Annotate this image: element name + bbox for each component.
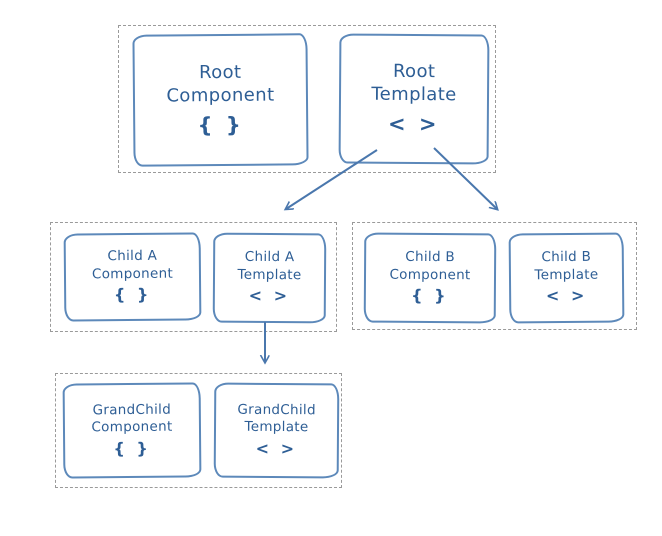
child-a-group: Child A Component { } Child A Template <… — [50, 222, 337, 332]
box-label-line1: Child A — [244, 248, 295, 266]
root-component-box: Root Component { } — [132, 33, 309, 167]
child-b-group: Child B Component { } Child B Template <… — [352, 222, 637, 330]
angle-brackets-symbol: < > — [387, 111, 440, 136]
curly-braces-symbol: { } — [113, 438, 151, 458]
angle-brackets-symbol: < > — [255, 438, 298, 458]
curly-braces-symbol: { } — [197, 112, 244, 137]
curly-braces-symbol: { } — [113, 284, 152, 305]
root-template-box: Root Template < > — [338, 33, 490, 165]
box-label-line1: Root — [392, 60, 436, 83]
box-label-line2: Component — [91, 418, 173, 436]
curly-braces-symbol: { } — [411, 286, 449, 306]
box-label-line1: Child B — [405, 248, 456, 266]
angle-brackets-symbol: < > — [248, 285, 291, 306]
box-label-line2: Template — [237, 266, 302, 283]
grandchild-component-box: GrandChild Component { } — [62, 382, 202, 479]
box-label-line2: Component — [91, 265, 174, 282]
root-group: Root Component { } Root Template < > — [118, 25, 496, 173]
box-label-line1: Child B — [541, 248, 592, 266]
box-label-line2: Template — [371, 84, 457, 106]
child-b-template-box: Child B Template < > — [508, 232, 625, 324]
box-label-line1: Child A — [107, 247, 158, 265]
box-label-line2: Component — [389, 266, 471, 283]
box-label-line2: Template — [244, 418, 309, 436]
child-b-component-box: Child B Component { } — [363, 232, 497, 324]
angle-brackets-symbol: < > — [545, 285, 588, 306]
box-label-line2: Template — [534, 266, 599, 283]
child-a-component-box: Child A Component { } — [63, 232, 202, 322]
box-label-line1: GrandChild — [237, 401, 316, 418]
box-label-line1: Root — [198, 61, 242, 84]
child-a-template-box: Child A Template < > — [212, 232, 327, 324]
grandchild-template-box: GrandChild Template < > — [213, 382, 340, 479]
box-label-line1: GrandChild — [92, 401, 172, 418]
grandchild-group: GrandChild Component { } GrandChild Temp… — [55, 373, 342, 488]
box-label-line2: Component — [166, 84, 275, 107]
